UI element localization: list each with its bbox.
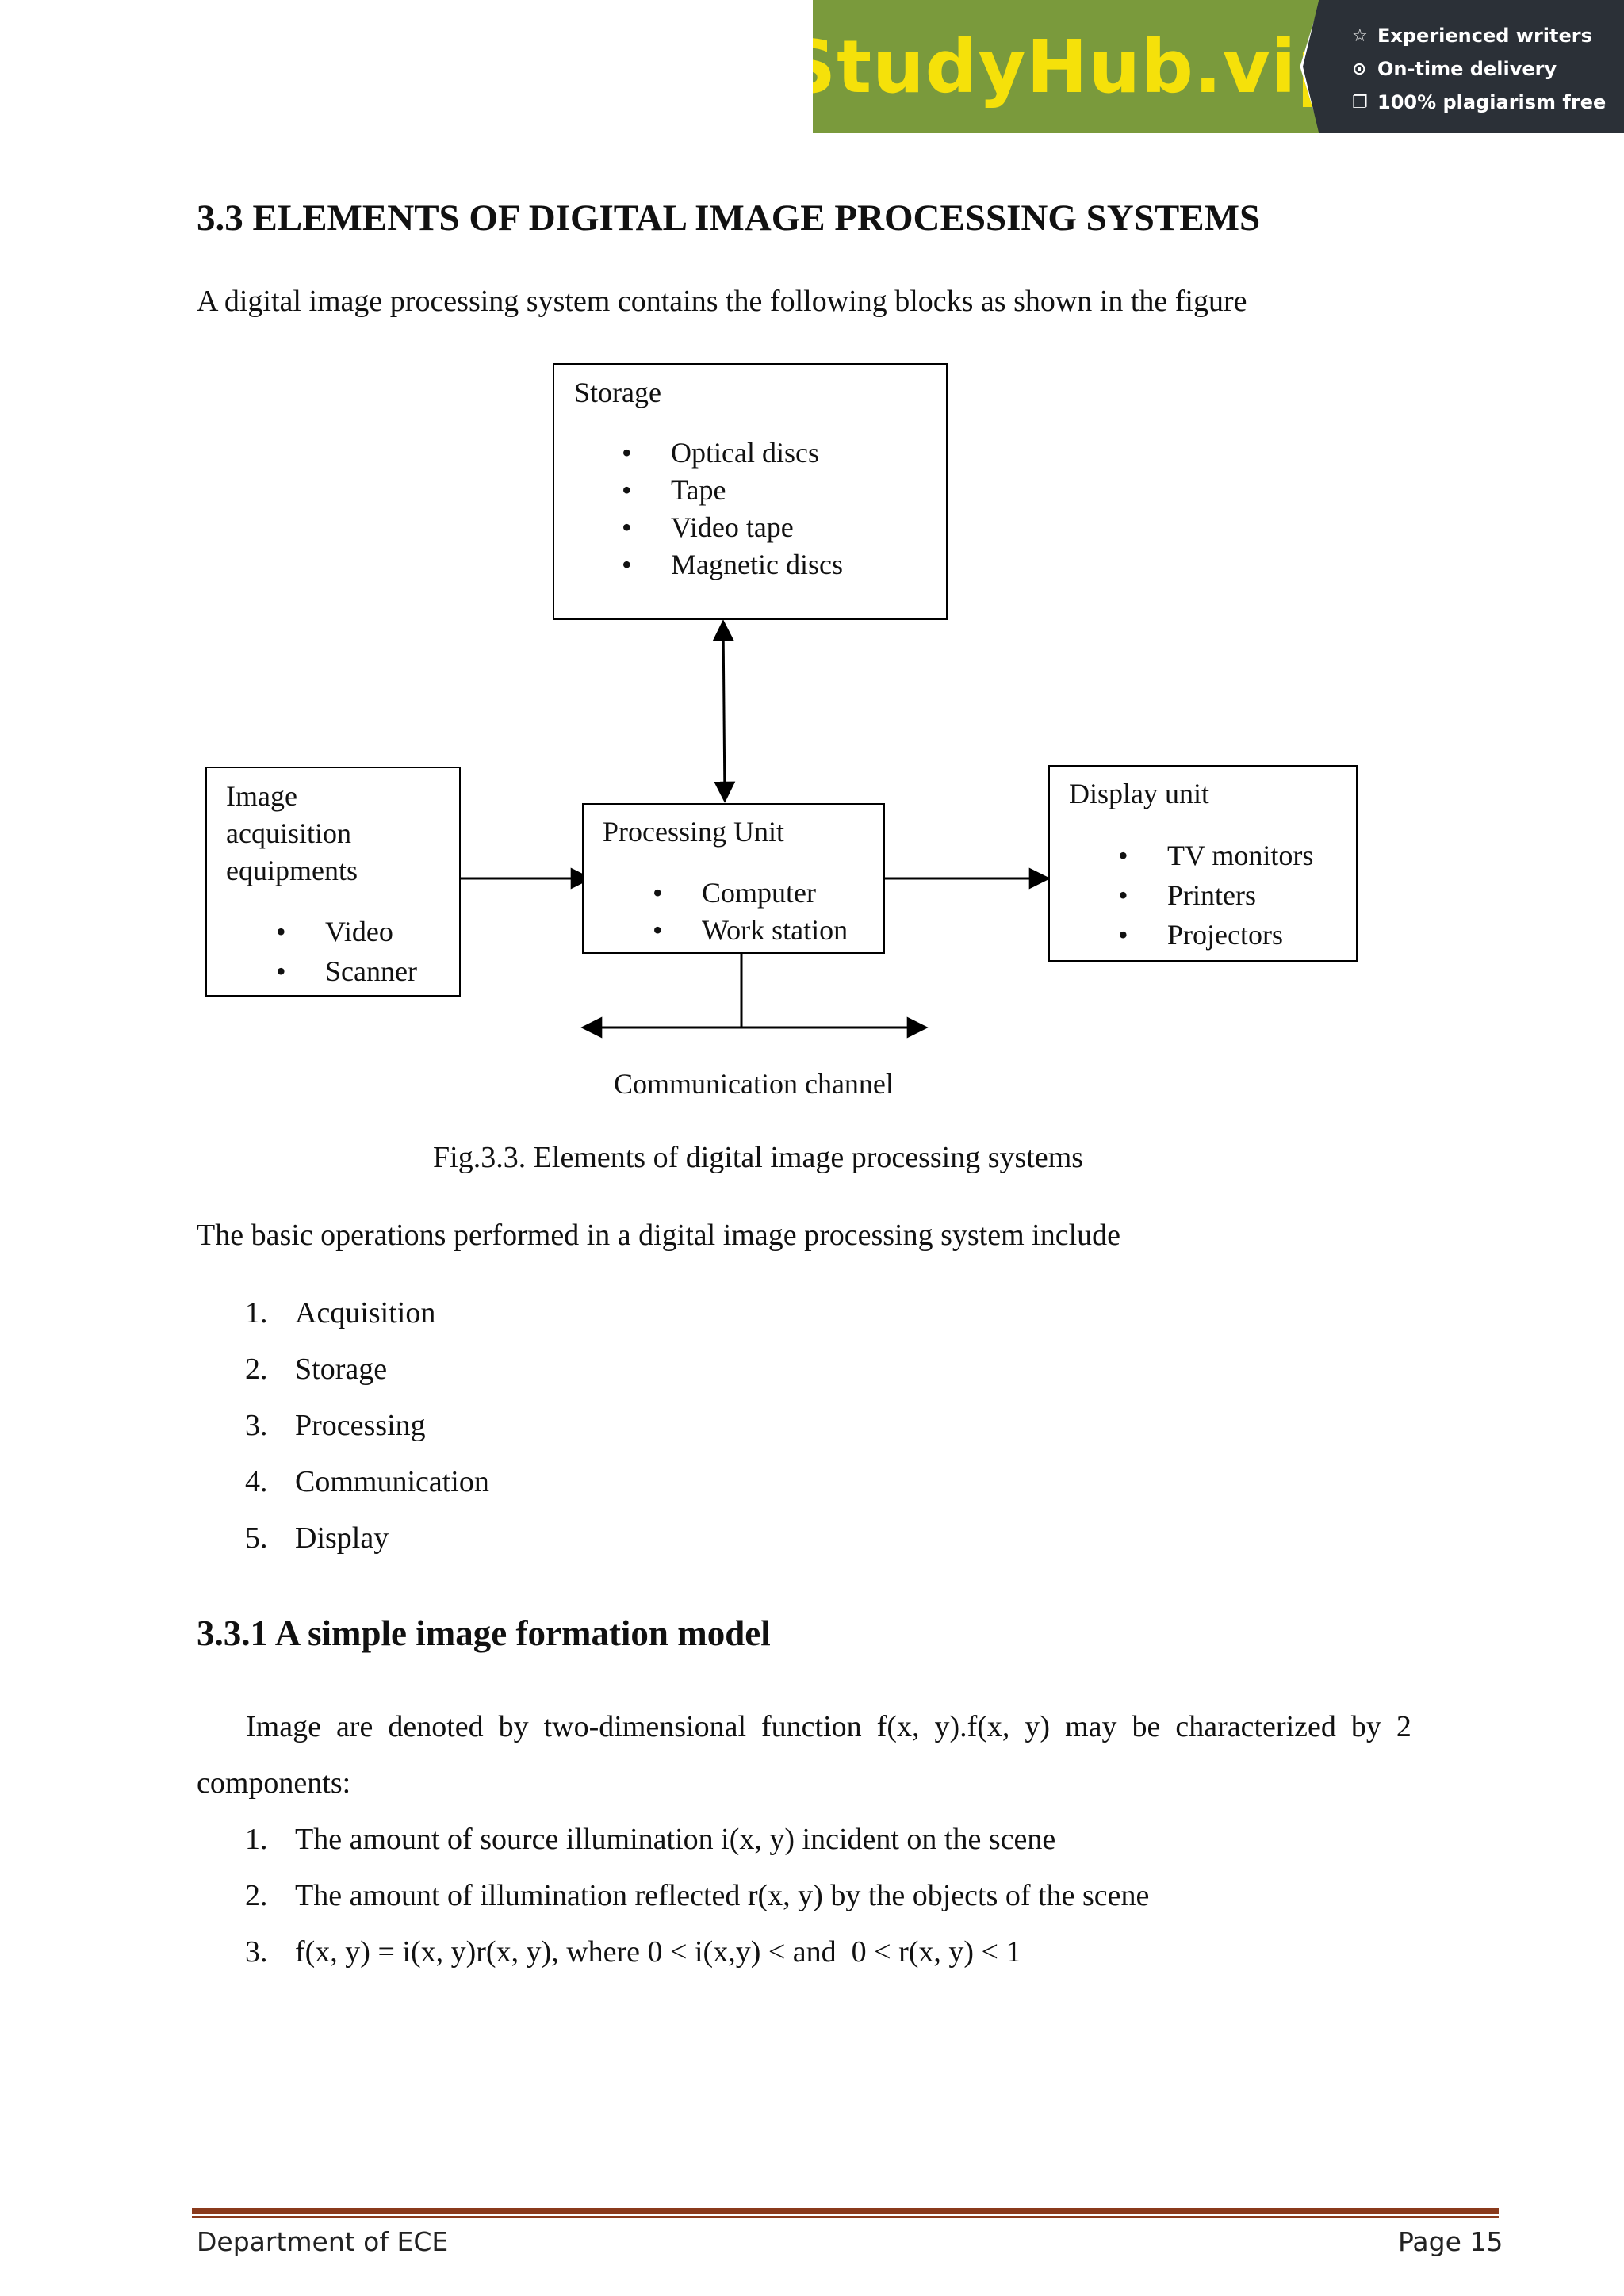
subsection-heading: 3.3.1 A simple image formation model xyxy=(197,1613,771,1653)
storage-box xyxy=(553,363,948,620)
section-heading: 3.3 ELEMENTS OF DIGITAL IMAGE PROCESSING… xyxy=(197,197,1261,239)
banner-features: ☆ Experienced writers ⊙ On-time delivery… xyxy=(1352,19,1606,119)
figure-caption: Fig.3.3. Elements of digital image proce… xyxy=(433,1141,1084,1174)
footer-department: Department of ECE xyxy=(197,2226,449,2257)
storage-processing-arrow xyxy=(712,619,736,803)
list-item: f(x, y) = i(x, y)r(x, y), where 0 < i(x,… xyxy=(295,1935,1021,1969)
processing-title: Processing Unit xyxy=(603,816,784,848)
subsection-paragraph: Image are denoted by two-dimensional fun… xyxy=(246,1710,1411,1743)
clock-icon: ⊙ xyxy=(1352,59,1367,79)
feature-text: On-time delivery xyxy=(1377,58,1557,80)
acquisition-title: equipments xyxy=(226,855,358,886)
feature-text: Experienced writers xyxy=(1377,25,1592,47)
studyhub-logo[interactable]: StudyHub.vip xyxy=(813,0,1320,133)
subsection-paragraph: components: xyxy=(197,1766,351,1800)
feature-on-time: ⊙ On-time delivery xyxy=(1352,52,1606,86)
list-number: 2. xyxy=(245,1879,268,1912)
list-item: Storage xyxy=(295,1353,388,1386)
feature-text: 100% plagiarism free xyxy=(1377,91,1607,113)
list-item: Display xyxy=(295,1521,389,1555)
communication-channel-label: Communication channel xyxy=(614,1068,894,1100)
processing-box xyxy=(582,803,885,954)
display-title: Display unit xyxy=(1069,778,1209,809)
footer-page-number: Page 15 xyxy=(1398,2226,1503,2257)
operations-intro: The basic operations performed in a digi… xyxy=(197,1219,1120,1252)
acquisition-title: acquisition xyxy=(226,817,351,849)
acquisition-box xyxy=(205,767,461,997)
list-item: Processing xyxy=(295,1409,426,1442)
list-number: 3. xyxy=(245,1935,268,1969)
list-number: 1. xyxy=(245,1823,268,1856)
studyhub-banner[interactable]: StudyHub.vip ☆ Experienced writers ⊙ On-… xyxy=(813,0,1624,133)
footer-rule xyxy=(192,2216,1499,2218)
banner-features-panel xyxy=(1303,0,1624,133)
footer-rule xyxy=(192,2208,1499,2214)
list-number: 5. xyxy=(245,1521,268,1555)
list-number: 3. xyxy=(245,1409,268,1442)
feature-plagiarism-free: ❐ 100% plagiarism free xyxy=(1352,86,1606,119)
feature-experienced-writers: ☆ Experienced writers xyxy=(1352,19,1606,52)
list-item: Acquisition xyxy=(295,1296,436,1330)
storage-title: Storage xyxy=(574,377,661,408)
list-item: The amount of illumination reflected r(x… xyxy=(295,1879,1150,1912)
list-item: Communication xyxy=(295,1465,489,1498)
list-number: 4. xyxy=(245,1465,268,1498)
list-item: The amount of source illumination i(x, y… xyxy=(295,1823,1056,1856)
list-number: 1. xyxy=(245,1296,268,1330)
list-number: 2. xyxy=(245,1353,268,1386)
section-intro: A digital image processing system contai… xyxy=(197,285,1247,318)
star-icon: ☆ xyxy=(1352,25,1368,46)
acquisition-title: Image xyxy=(226,780,297,812)
display-box xyxy=(1048,765,1358,962)
copy-icon: ❐ xyxy=(1352,92,1368,113)
logo-text: StudyHub.vip xyxy=(783,24,1350,109)
